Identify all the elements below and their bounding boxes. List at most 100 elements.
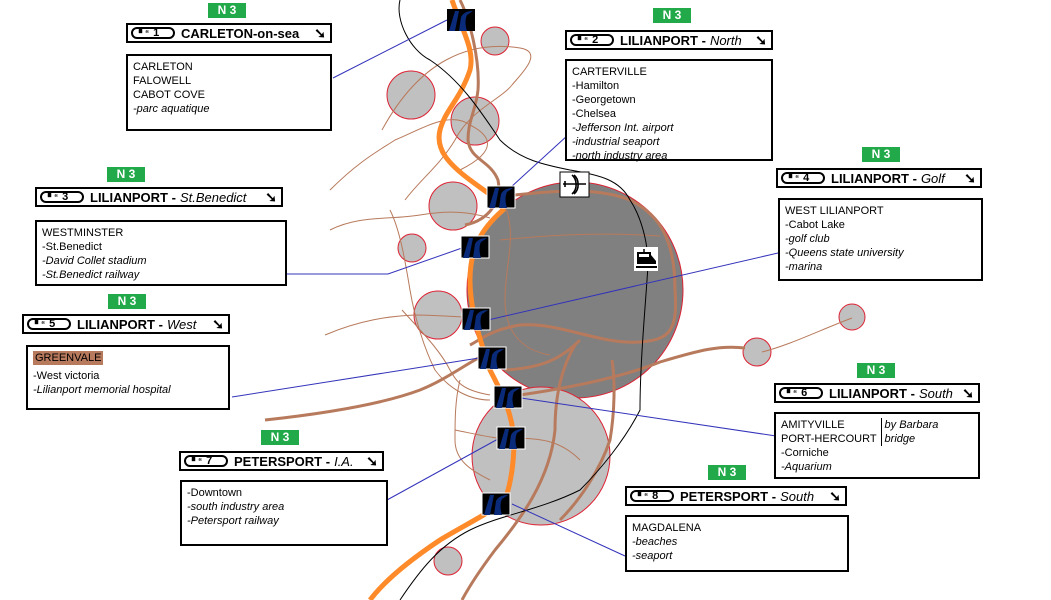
exit-destination: LILIANPORT - (829, 385, 915, 401)
main-road (558, 359, 616, 522)
leader-line (386, 438, 499, 501)
highlight-district: GREENVALE (33, 351, 104, 365)
exit-symbol-icon: ▘“ (789, 173, 800, 183)
destination-line: -golf club (785, 233, 830, 245)
main-road (497, 345, 746, 400)
exit-symbol-icon: ▘“ (787, 388, 798, 398)
highway-exit-icon[interactable] (486, 185, 516, 209)
exit-number-pill: ▘“2 (570, 34, 614, 46)
minor-road (499, 194, 551, 356)
zone-westminster (428, 181, 478, 231)
exit-number: 8 (652, 490, 659, 502)
route-badge-n3: N 3 (708, 465, 746, 480)
exit-symbol-icon: ▘“ (48, 192, 59, 202)
exit-subtitle: North (709, 32, 742, 48)
destination-line: CABOT COVE (133, 89, 205, 101)
destination-line: -industrial seaport (572, 136, 660, 148)
exit-symbol-icon: ▘“ (35, 319, 46, 329)
exit-subtitle: Golf (920, 170, 945, 186)
exit-number: 2 (592, 34, 599, 46)
exit-symbol-icon: ▘“ (139, 28, 150, 38)
destination-line: PORT-HERCOURT (781, 433, 877, 445)
exit-subtitle: St.Benedict (179, 189, 247, 205)
exit-subtitle: I.A. (334, 453, 354, 469)
exit-number-pill: ▘“6 (779, 387, 823, 399)
exit-destination: LILIANPORT - (831, 170, 917, 186)
main-road (460, 344, 577, 600)
destination-line: MAGDALENA (632, 522, 702, 534)
destination-line: -Jefferson Int. airport (572, 122, 674, 134)
leader-lines (231, 19, 779, 557)
destination-line: -Corniche (781, 447, 829, 459)
zone-falowell (386, 70, 436, 120)
train-icon[interactable] (634, 247, 658, 271)
arrow-down-right-icon: ➘ (212, 315, 224, 332)
exit-number: 3 (62, 191, 69, 203)
route-badge-n3: N 3 (108, 294, 146, 309)
destination-line: -south industry area (187, 501, 285, 513)
destination-line: CARTERVILLE (572, 66, 647, 78)
destination-line: -Downtown (187, 487, 243, 499)
highway-exit-icon[interactable] (481, 492, 511, 516)
exit-number-pill: ▘“7 (184, 455, 228, 467)
exit-destinations-panel-5: GREENVALE-West victoria-Lilianport memor… (26, 345, 230, 410)
minor-road (329, 119, 488, 191)
exit-number-pill: ▘“8 (630, 490, 674, 502)
zone-carleton-east (480, 26, 510, 56)
exit-symbol-icon: ▘“ (192, 456, 203, 466)
arrow-down-right-icon: ➘ (964, 169, 976, 186)
exit-sign-6[interactable]: ▘“6 LILIANPORT -South ➘ (774, 383, 980, 403)
destination-line: -David Collet stadium (42, 255, 147, 267)
leader-line (511, 503, 626, 557)
exit-subtitle: South (918, 385, 953, 401)
leader-line (332, 19, 448, 79)
arrow-down-right-icon: ➘ (962, 384, 974, 401)
destination-line: -beaches (632, 536, 678, 548)
exit-destinations-panel-2: CARTERVILLE-Hamilton-Georgetown-Chelsea-… (565, 59, 773, 162)
highway-exit-icon[interactable] (477, 346, 507, 370)
exit-markers (447, 9, 526, 516)
exit-symbol-icon: ▘“ (578, 35, 589, 45)
destination-line: -Queens state university (785, 247, 904, 259)
exit-destinations-panel-7: -Downtown -south industry area -Petersport… (180, 480, 388, 546)
destination-line: CARLETON (133, 61, 193, 73)
minor-road (381, 45, 532, 201)
destination-line: -Petersport railway (187, 515, 279, 527)
destination-line: -St.Benedict railway (42, 269, 140, 281)
arrow-down-right-icon: ➘ (265, 188, 277, 205)
exit-number-pill: ▘“3 (40, 191, 84, 203)
highway-exit-icon[interactable] (460, 235, 490, 259)
route-badge-n3: N 3 (653, 8, 691, 23)
arrow-down-right-icon: ➘ (755, 31, 767, 48)
zone-carterville (450, 96, 500, 146)
highway-exit-icon[interactable] (493, 385, 523, 409)
destination-line: -St.Benedict (42, 241, 102, 253)
exit-destinations-panel-8: MAGDALENA -beaches -seaport (625, 515, 849, 572)
highway-exit-icon[interactable] (496, 426, 526, 450)
destination-line: -Aquarium (781, 461, 832, 473)
exit-destination: PETERSPORT - (680, 488, 777, 504)
destination-line: -seaport (632, 550, 673, 562)
destination-line: WEST LILIANPORT (785, 205, 884, 217)
destination-line: -north industry area (572, 150, 668, 162)
destination-line: AMITYVILLE (781, 419, 845, 431)
exit-destinations-panel-4: WEST LILIANPORT-Cabot Lake-golf club-Que… (778, 198, 983, 281)
exit-number-pill: ▘“1 (131, 27, 175, 39)
destination-line: -West victoria (33, 370, 100, 382)
highway-exit-icon[interactable] (461, 307, 491, 331)
highway-exit-icon[interactable] (447, 9, 475, 31)
destination-line: FALOWELL (133, 75, 192, 87)
arrow-down-right-icon: ➘ (314, 24, 326, 41)
leader-line (487, 252, 779, 321)
zone-east-1 (742, 337, 772, 367)
destination-line: -parc aquatique (133, 103, 210, 115)
airplane-icon[interactable] (559, 171, 590, 198)
